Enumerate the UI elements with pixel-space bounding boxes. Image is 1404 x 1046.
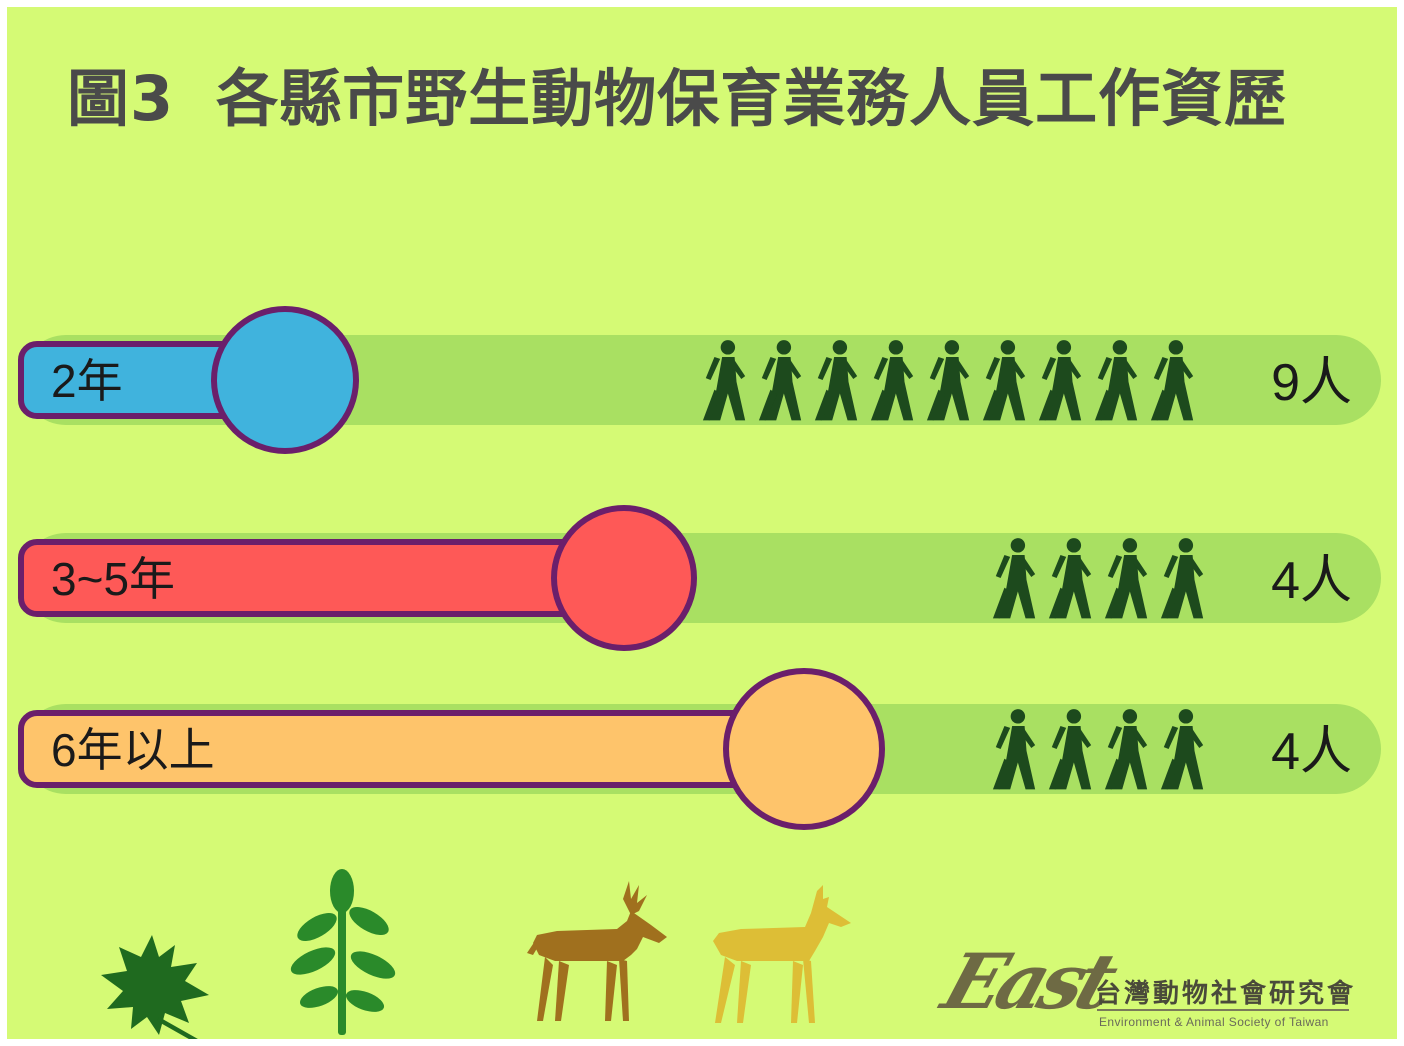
bar-end-marker xyxy=(211,306,359,454)
decoration-layer xyxy=(101,869,851,1039)
bar-track xyxy=(21,335,1381,425)
category-label: 3~5年 xyxy=(51,553,175,605)
logo-divider xyxy=(1097,1009,1349,1011)
count-label: 4人 xyxy=(1271,552,1352,610)
experience-chart: 2年 9人 3~5年 4人 6年以上 4人 xyxy=(18,306,1381,830)
page-title: 圖3 各縣市野生動物保育業務人員工作資歷 xyxy=(67,49,1367,149)
count-label: 4人 xyxy=(1271,723,1352,781)
maple-leaf-icon xyxy=(101,935,209,1039)
bar-end-marker xyxy=(551,505,697,651)
figure-number: 圖3 xyxy=(67,62,175,135)
organization-logo: East 台灣動物社會研究會 Environment & Animal Soci… xyxy=(933,937,1377,1037)
category-label: 6年以上 xyxy=(51,724,215,776)
bar-end-marker xyxy=(723,668,885,830)
stag-deer-icon xyxy=(527,881,667,1021)
title-text: 各縣市野生動物保育業務人員工作資歷 xyxy=(216,62,1288,135)
doe-deer-icon xyxy=(713,885,851,1023)
logo-org-english: Environment & Animal Society of Taiwan xyxy=(1099,1015,1329,1029)
infographic-canvas: 圖3 各縣市野生動物保育業務人員工作資歷 2年 9人 3~5年 4人 6年以上 4人 xyxy=(7,7,1397,1039)
bar-row: 2年 9人 xyxy=(18,306,1381,454)
sapling-icon xyxy=(290,869,396,1035)
category-label: 2年 xyxy=(51,355,123,407)
bar-row: 3~5年 4人 xyxy=(18,505,1381,651)
bar-row: 6年以上 4人 xyxy=(18,668,1381,830)
logo-org-name: 台灣動物社會研究會 xyxy=(1095,979,1357,1009)
count-label: 9人 xyxy=(1271,354,1352,412)
